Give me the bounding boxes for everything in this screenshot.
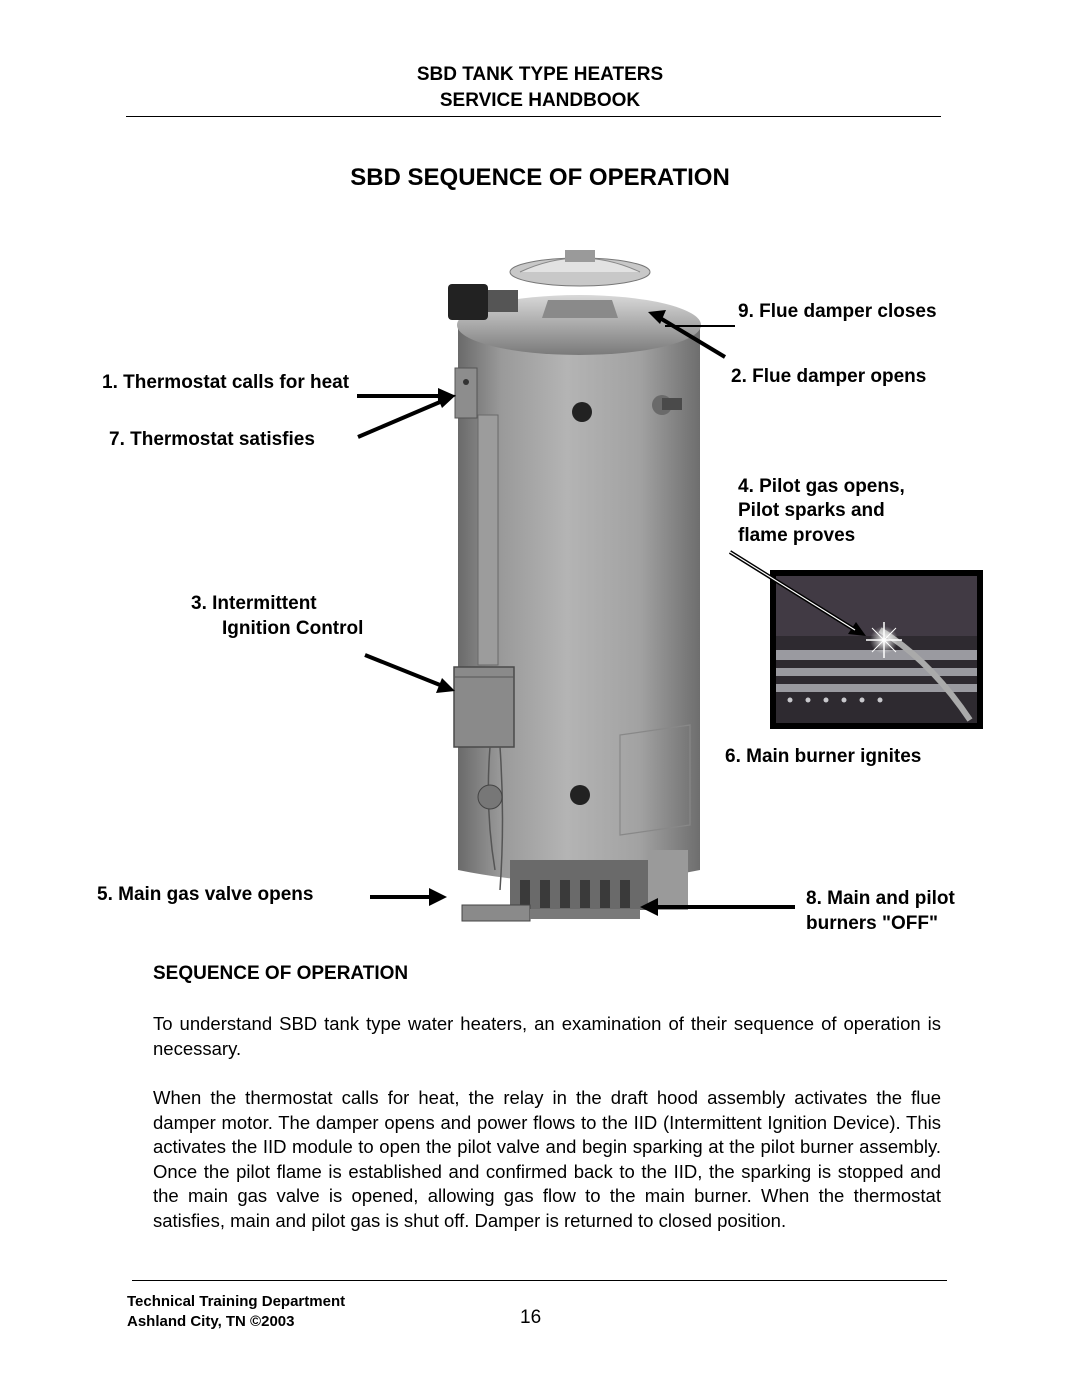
label-thermostat-satisfies: 7. Thermostat satisfies bbox=[109, 429, 315, 450]
page-title: SBD SEQUENCE OF OPERATION bbox=[350, 164, 730, 191]
label-thermostat-calls: 1. Thermostat calls for heat bbox=[102, 372, 350, 393]
label-flue-damper-opens: 2. Flue damper opens bbox=[731, 366, 927, 387]
header-rule bbox=[126, 116, 941, 117]
arrow-thermostat-satisfies bbox=[357, 400, 441, 439]
arrow-ignition-control bbox=[364, 653, 441, 687]
label-pilot-gas-3: flame proves bbox=[738, 525, 856, 546]
pilot-burner-inset bbox=[770, 570, 983, 729]
section-heading: SEQUENCE OF OPERATION bbox=[153, 963, 409, 984]
label-pilot-gas-2: Pilot sparks and bbox=[738, 500, 885, 521]
water-heater-diagram bbox=[357, 250, 983, 922]
footer-location: Ashland City, TN ©2003 bbox=[127, 1313, 295, 1330]
water-heater-tank bbox=[448, 250, 701, 922]
paragraph-intro: To understand SBD tank type water heater… bbox=[153, 1013, 941, 1059]
callout-arrows bbox=[357, 310, 866, 916]
arrow-flue-damper-closes bbox=[658, 316, 727, 359]
footer-department: Technical Training Department bbox=[127, 1293, 346, 1310]
label-burners-off-2: burners "OFF" bbox=[806, 913, 939, 934]
footer-info: Technical Training Department Ashland Ci… bbox=[127, 1292, 345, 1332]
header-subtitle: SERVICE HANDBOOK bbox=[439, 90, 641, 111]
page-number: 16 bbox=[520, 1307, 542, 1328]
label-flue-damper-closes: 9. Flue damper closes bbox=[738, 301, 937, 322]
label-burners-off-1: 8. Main and pilot bbox=[806, 888, 955, 909]
label-pilot-gas-1: 4. Pilot gas opens, bbox=[738, 476, 905, 497]
spark-icon bbox=[866, 622, 902, 658]
label-main-gas-valve: 5. Main gas valve opens bbox=[97, 884, 314, 905]
footer-rule bbox=[132, 1280, 947, 1281]
label-ignition-control-2: Ignition Control bbox=[222, 618, 364, 639]
label-ignition-control-1: 3. Intermittent bbox=[191, 593, 317, 614]
paragraph-sequence: When the thermostat calls for heat, the … bbox=[153, 1087, 941, 1231]
header-title: SBD TANK TYPE HEATERS bbox=[416, 64, 664, 85]
label-main-burner-ignites: 6. Main burner ignites bbox=[725, 746, 922, 767]
